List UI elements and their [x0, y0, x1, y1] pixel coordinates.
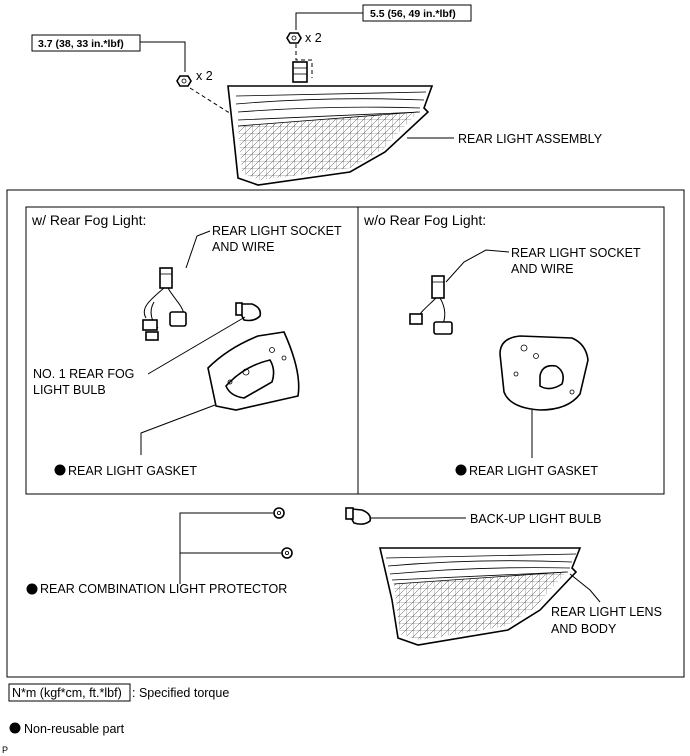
panel-title-without-fog: w/o Rear Fog Light: [363, 212, 486, 228]
socket-label-with-fog-2: AND WIRE [212, 240, 275, 254]
protector-icon [273, 507, 285, 519]
gasket-illustration-without-fog [499, 335, 589, 411]
gasket-label-without-fog: REAR LIGHT GASKET [469, 464, 598, 478]
torque-value-left: 3.7 (38, 33 in.*lbf) [38, 38, 124, 50]
nonreusable-mark-icon [26, 583, 38, 595]
nonreusable-mark-icon [455, 464, 467, 476]
socket-and-wire-illustration [409, 275, 453, 335]
torque-value-right: 5.5 (56, 49 in.*lbf) [370, 8, 456, 20]
nut-quantity-left: x 2 [196, 69, 213, 83]
nonreusable-mark-icon [9, 722, 21, 734]
detail-frame [6, 189, 685, 678]
backup-bulb-icon [345, 507, 372, 525]
panel-title-with-fog: w/ Rear Fog Light: [31, 212, 146, 228]
fog-bulb-icon [235, 302, 262, 322]
socket-and-wire-illustration [142, 267, 187, 341]
fog-bulb-label-2: LIGHT BULB [33, 383, 106, 397]
lens-and-body-illustration [378, 547, 582, 646]
gasket-illustration-with-fog [207, 331, 300, 411]
rear-light-assembly-illustration [227, 61, 434, 186]
lens-body-label-2: AND BODY [551, 622, 617, 636]
nut-icon [286, 32, 302, 44]
nonreusable-mark-icon [54, 464, 66, 476]
rear-light-assembly-label: REAR LIGHT ASSEMBLY [458, 132, 603, 146]
legend-torque-text: : Specified torque [132, 686, 229, 700]
protector-icon [281, 547, 293, 559]
socket-label-without-fog-1: REAR LIGHT SOCKET [511, 246, 641, 260]
gasket-label-with-fog: REAR LIGHT GASKET [68, 464, 197, 478]
nut-icon [176, 75, 192, 87]
lens-body-label-1: REAR LIGHT LENS [551, 605, 662, 619]
torque-box-left [31, 34, 141, 52]
legend-torque-box [8, 683, 131, 702]
corner-mark: P [2, 745, 8, 755]
protector-label: REAR COMBINATION LIGHT PROTECTOR [40, 582, 287, 596]
legend-nonreusable: Non-reusable part [24, 722, 125, 736]
fog-bulb-label-1: NO. 1 REAR FOG [33, 367, 134, 381]
backup-bulb-label: BACK-UP LIGHT BULB [470, 512, 602, 526]
socket-label-with-fog-1: REAR LIGHT SOCKET [212, 224, 342, 238]
variant-panel-without-fog [357, 206, 665, 495]
socket-label-without-fog-2: AND WIRE [511, 262, 574, 276]
legend-torque-unit: N*m (kgf*cm, ft.*lbf) [12, 686, 122, 700]
nut-quantity-right: x 2 [305, 31, 322, 45]
